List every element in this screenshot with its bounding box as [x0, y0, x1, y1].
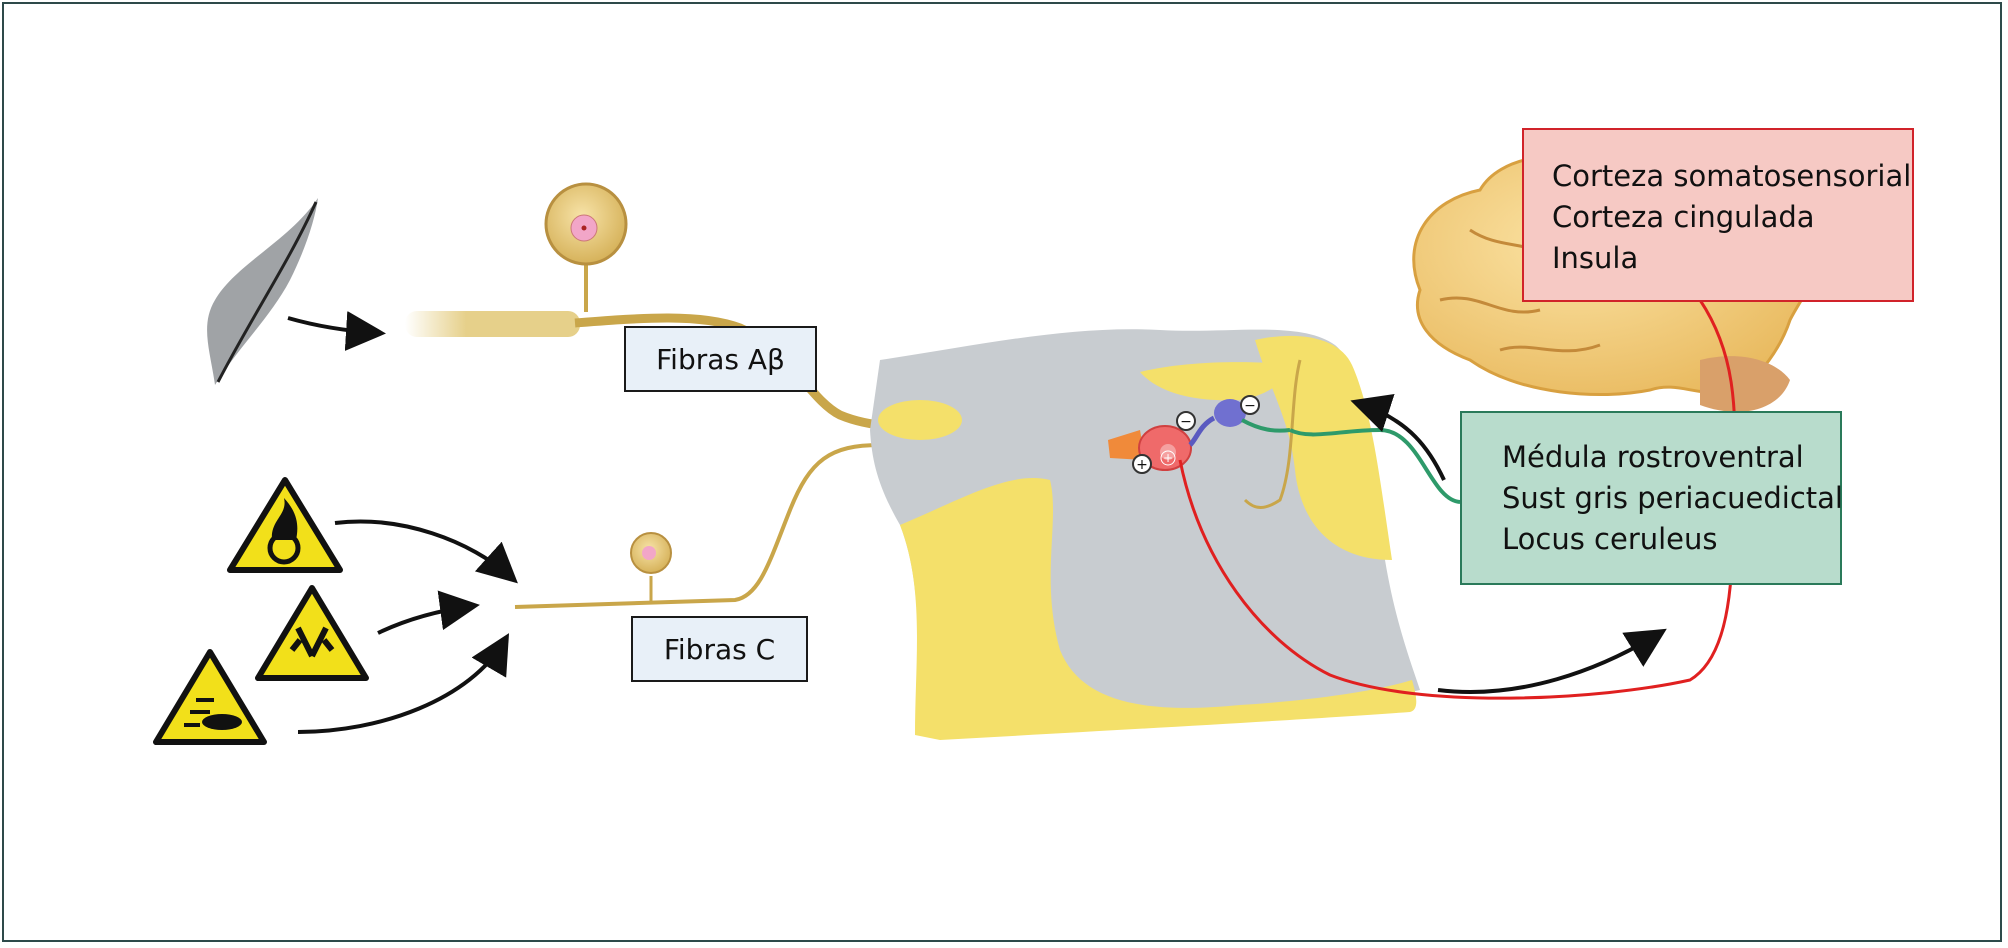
chemical-hazard-icon	[153, 649, 267, 745]
synapse-circuit	[1108, 399, 1291, 471]
cortical-areas-box: Corteza somatosensorial Corteza cingulad…	[1522, 128, 1914, 302]
sign-minus-2: −	[1244, 398, 1256, 414]
c-cell-body	[630, 532, 672, 574]
ascending-arrow	[1437, 628, 1667, 694]
descending-areas-box: Médula rostroventral Sust gris periacued…	[1460, 411, 1843, 585]
nociceptive-arrow-3	[297, 633, 510, 734]
corrosive-hazard-icon	[255, 585, 369, 681]
descending-area-2: Sust gris periacuedictal	[1502, 481, 1843, 515]
descending-area-1: Médula rostroventral	[1502, 440, 1804, 474]
sign-minus-1: −	[1180, 414, 1192, 430]
touch-arrow	[287, 311, 386, 351]
cortical-area-2: Corteza cingulada	[1552, 200, 1815, 234]
c-fiber-label: Fibras C	[631, 616, 808, 682]
abeta-cell-body	[544, 182, 628, 266]
fire-hazard-icon	[227, 477, 343, 573]
synapse-signs: − − + +	[1132, 395, 1260, 474]
nociceptive-arrow-2	[377, 590, 480, 635]
c-fiber	[514, 443, 1110, 609]
sign-plus-1: +	[1136, 457, 1148, 473]
descending-modulation-arrow	[1350, 393, 1446, 481]
nociceptive-arrow-1	[334, 519, 518, 584]
sign-plus-2: +	[1163, 451, 1173, 465]
feather-icon	[207, 198, 318, 385]
abeta-fiber-label: Fibras Aβ	[624, 326, 817, 392]
cortical-area-3: Insula	[1552, 241, 1639, 275]
cortical-area-1: Corteza somatosensorial	[1552, 159, 1912, 193]
descending-area-3: Locus ceruleus	[1502, 522, 1718, 556]
